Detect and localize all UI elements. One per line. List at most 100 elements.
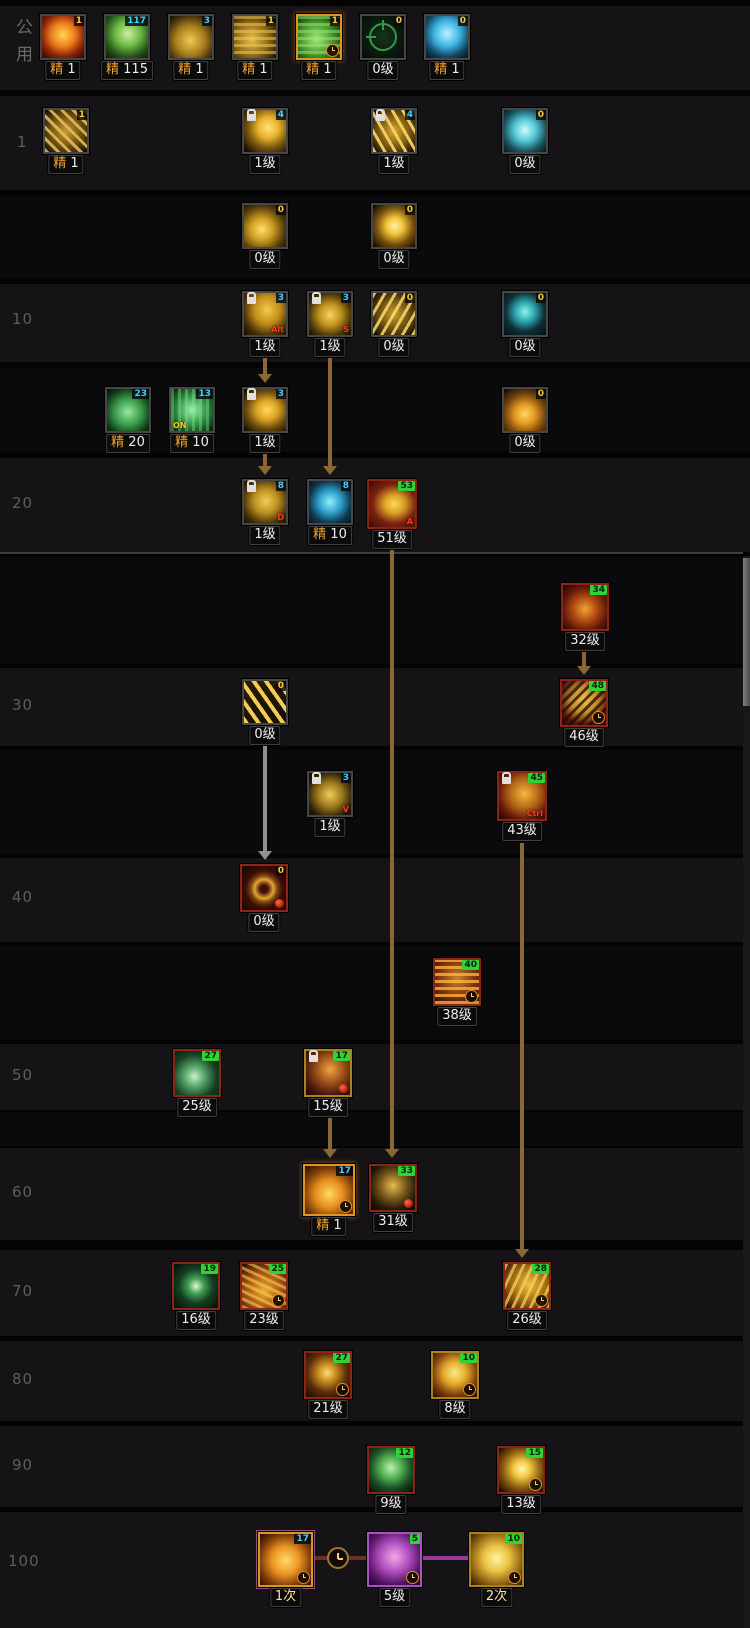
skill-tile[interactable]: 12 [366,1445,416,1495]
skill-level-chip: 23级 [244,1311,284,1330]
skill-tile[interactable]: 0 [370,202,418,250]
skill-tile[interactable]: 4 [241,107,289,155]
skill-tile[interactable]: 0 [241,202,289,250]
skill-level-chip: 5级 [378,1588,411,1607]
skill-tile[interactable]: 0 [370,290,418,338]
skill-tile[interactable]: 40 [432,957,482,1007]
skill-level-badge: 0 [535,293,546,303]
skill-level-badge: 5 [409,1534,420,1544]
skill-tile[interactable]: 1 [231,13,279,61]
skill-level-badge: 1 [265,16,276,26]
connector-line [390,549,394,1150]
skill-tile[interactable]: 17 [303,1048,353,1098]
skill-tile[interactable]: 25 [239,1261,289,1311]
skill-tile[interactable]: 1 [295,13,343,61]
skill-tile[interactable]: 8 [306,478,354,526]
skill-level-chip: 21级 [308,1400,348,1419]
skill-tile[interactable]: 10 [468,1531,525,1588]
skill-tile[interactable]: 23 [104,386,152,434]
skill-tile[interactable]: 117 [103,13,151,61]
skill-tile[interactable]: 0 [501,107,549,155]
skill-tile[interactable]: 0 [239,863,289,913]
skill-tile[interactable]: 27 [172,1048,222,1098]
skill-tile[interactable]: 0 [359,13,407,61]
skill-tile[interactable]: 3 [167,13,215,61]
skill-tile[interactable]: 4 [370,107,418,155]
mastery-prefix: 精 [242,62,256,77]
skill-tile[interactable]: 1 [42,107,90,155]
skill-tile[interactable]: 1 [39,13,87,61]
scrollbar-thumb[interactable] [743,558,750,706]
skill-tile[interactable]: 17 [302,1163,356,1217]
skill-tile[interactable]: 33 [368,1163,418,1213]
skill-tile[interactable]: 3 [241,386,289,434]
skill-purple-dragon[interactable]: 5 5级 [366,1531,423,1608]
skill-tile[interactable]: 0 [501,386,549,434]
skill-tile[interactable]: 17 [257,1531,314,1588]
skill-tile[interactable]: 19 [171,1261,221,1311]
skill-tile[interactable]: 0 [241,678,289,726]
skill-tile[interactable]: 10 [430,1350,480,1400]
skill-tile[interactable]: 28 [502,1261,552,1311]
skill-tile[interactable]: 27 [303,1350,353,1400]
skill-tile[interactable]: 0 [501,290,549,338]
skill-tile[interactable]: 48 [559,678,609,728]
skill-tile[interactable]: 15 [496,1445,546,1495]
skill-level-chip: 26级 [507,1311,547,1330]
skill-tile[interactable]: 0 [423,13,471,61]
skill-tile[interactable]: 5 [366,1531,423,1588]
skill-tile[interactable]: 34 [560,582,610,632]
